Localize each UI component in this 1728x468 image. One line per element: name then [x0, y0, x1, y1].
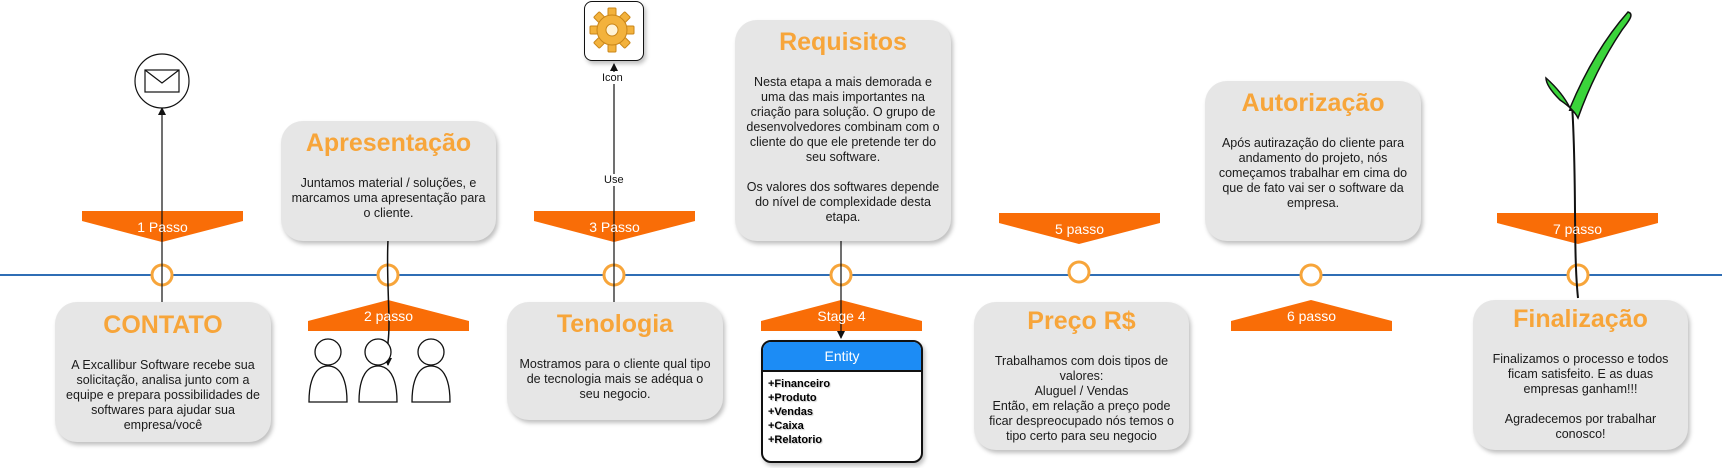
card-finalizacao: Finalização Finalizamos o processo e tod…	[1473, 300, 1688, 450]
step-4-label: Stage 4	[817, 308, 866, 324]
card-apresentacao-body: Juntamos material / soluções, e marcamos…	[291, 176, 486, 220]
step-7-arrow	[1497, 213, 1658, 244]
card-autorizacao: Autorização Após autirazação do cliente …	[1205, 81, 1421, 241]
step-1-label: 1 Passo	[137, 219, 188, 235]
step-6-label: 6 passo	[1286, 308, 1337, 324]
card-apresentacao-title: Apresentação	[305, 129, 472, 157]
step-7-label: 7 passo	[1552, 221, 1603, 237]
card-tecnologia-body: Mostramos para o cliente qual tipo de te…	[519, 357, 711, 401]
entity-box: Entity +Financeiro +Produto +Vendas +Cai…	[761, 340, 923, 463]
card-preco-body: Trabalhamos com dois tipos de valores: A…	[989, 354, 1174, 443]
card-requisitos-title: Requisitos	[779, 28, 907, 56]
users-icon	[308, 338, 451, 403]
card-tecnologia-title: Tenologia	[556, 310, 674, 338]
envelope-icon	[134, 53, 190, 109]
entity-row: +Vendas	[768, 406, 813, 418]
card-preco: Preço R$ Trabalhamos com dois tipos de v…	[974, 302, 1189, 450]
timeline-dot-5	[1067, 260, 1091, 284]
connector-apresentacao-users	[384, 239, 392, 366]
card-finalizacao-body: Finalizamos o processo e todos ficam sat…	[1492, 352, 1669, 441]
entity-row: +Financeiro	[768, 378, 831, 390]
entity-row: +Produto	[768, 392, 817, 404]
card-preco-title: Preço R$	[1027, 307, 1136, 335]
card-apresentacao: Apresentação Juntamos material / soluçõe…	[281, 121, 496, 241]
entity-header: Entity	[763, 342, 921, 372]
card-contato: CONTATO A Excallibur Software recebe sua…	[55, 302, 271, 442]
gear-icon-overlay	[589, 7, 635, 53]
step-3-label: 3 Passo	[589, 219, 640, 235]
entity-row: +Caixa	[768, 420, 804, 432]
card-autorizacao-title: Autorização	[1241, 89, 1385, 117]
step-5-arrow	[999, 213, 1160, 244]
timeline-dot-7	[1566, 263, 1590, 287]
card-requisitos: Requisitos Nesta etapa a mais demorada e…	[735, 20, 951, 241]
card-autorizacao-body: Após autirazação do cliente para andamen…	[1218, 136, 1408, 210]
icon-label: Icon	[602, 72, 623, 84]
card-tecnologia: Tenologia Mostramos para o cliente qual …	[507, 302, 723, 420]
step-2-label: 2 passo	[363, 308, 414, 324]
card-contato-title: CONTATO	[103, 311, 223, 339]
entity-row: +Relatorio	[768, 434, 823, 446]
card-contato-body: A Excallibur Software recebe sua solicit…	[66, 358, 260, 432]
card-finalizacao-title: Finalização	[1513, 305, 1648, 333]
use-label: Use	[603, 174, 625, 186]
card-requisitos-body: Nesta etapa a mais demorada e uma das ma…	[746, 75, 940, 224]
step-6-arrow	[1231, 300, 1392, 331]
step-5-label: 5 passo	[1054, 221, 1105, 237]
timeline-dot-6	[1299, 263, 1323, 287]
checkmark-icon	[1545, 11, 1632, 120]
connector-finalizacao-check	[1568, 103, 1579, 299]
